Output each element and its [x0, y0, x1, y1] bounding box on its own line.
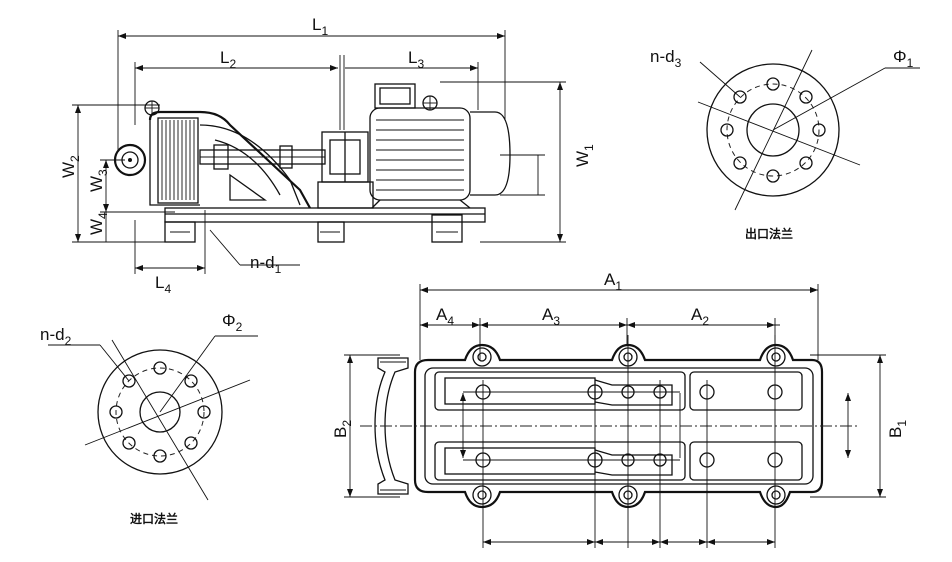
side-view: [72, 30, 566, 274]
outlet-flange-caption: 出口法兰: [745, 226, 793, 241]
label-L4: L4: [155, 273, 171, 296]
motor-fins: [376, 119, 464, 191]
label-B1: B1: [886, 420, 909, 438]
label-nd1: n-d1: [250, 253, 282, 276]
label-A3: A3: [542, 305, 560, 328]
label-A1: A1: [604, 270, 622, 293]
label-phi2: Φ2: [222, 311, 243, 334]
label-L1: L1: [312, 15, 328, 38]
inlet-flange-caption: 进口法兰: [130, 511, 178, 526]
label-W3: W3: [87, 169, 110, 192]
label-nd3: n-d3: [650, 47, 682, 70]
plan-view: [344, 284, 886, 548]
label-W4: W4: [87, 212, 110, 235]
label-L3: L3: [408, 48, 424, 71]
label-L2: L2: [220, 48, 236, 71]
outlet-flange: [697, 49, 920, 211]
label-B2: B2: [331, 420, 354, 438]
label-phi1: Φ1: [893, 47, 914, 70]
label-W2: W2: [59, 155, 82, 178]
label-A2: A2: [691, 305, 709, 328]
label-W1: W1: [573, 144, 596, 167]
impeller-fins: [161, 120, 195, 200]
label-nd2: n-d2: [40, 325, 72, 348]
label-A4: A4: [436, 305, 454, 328]
inlet-flange: [48, 335, 258, 501]
